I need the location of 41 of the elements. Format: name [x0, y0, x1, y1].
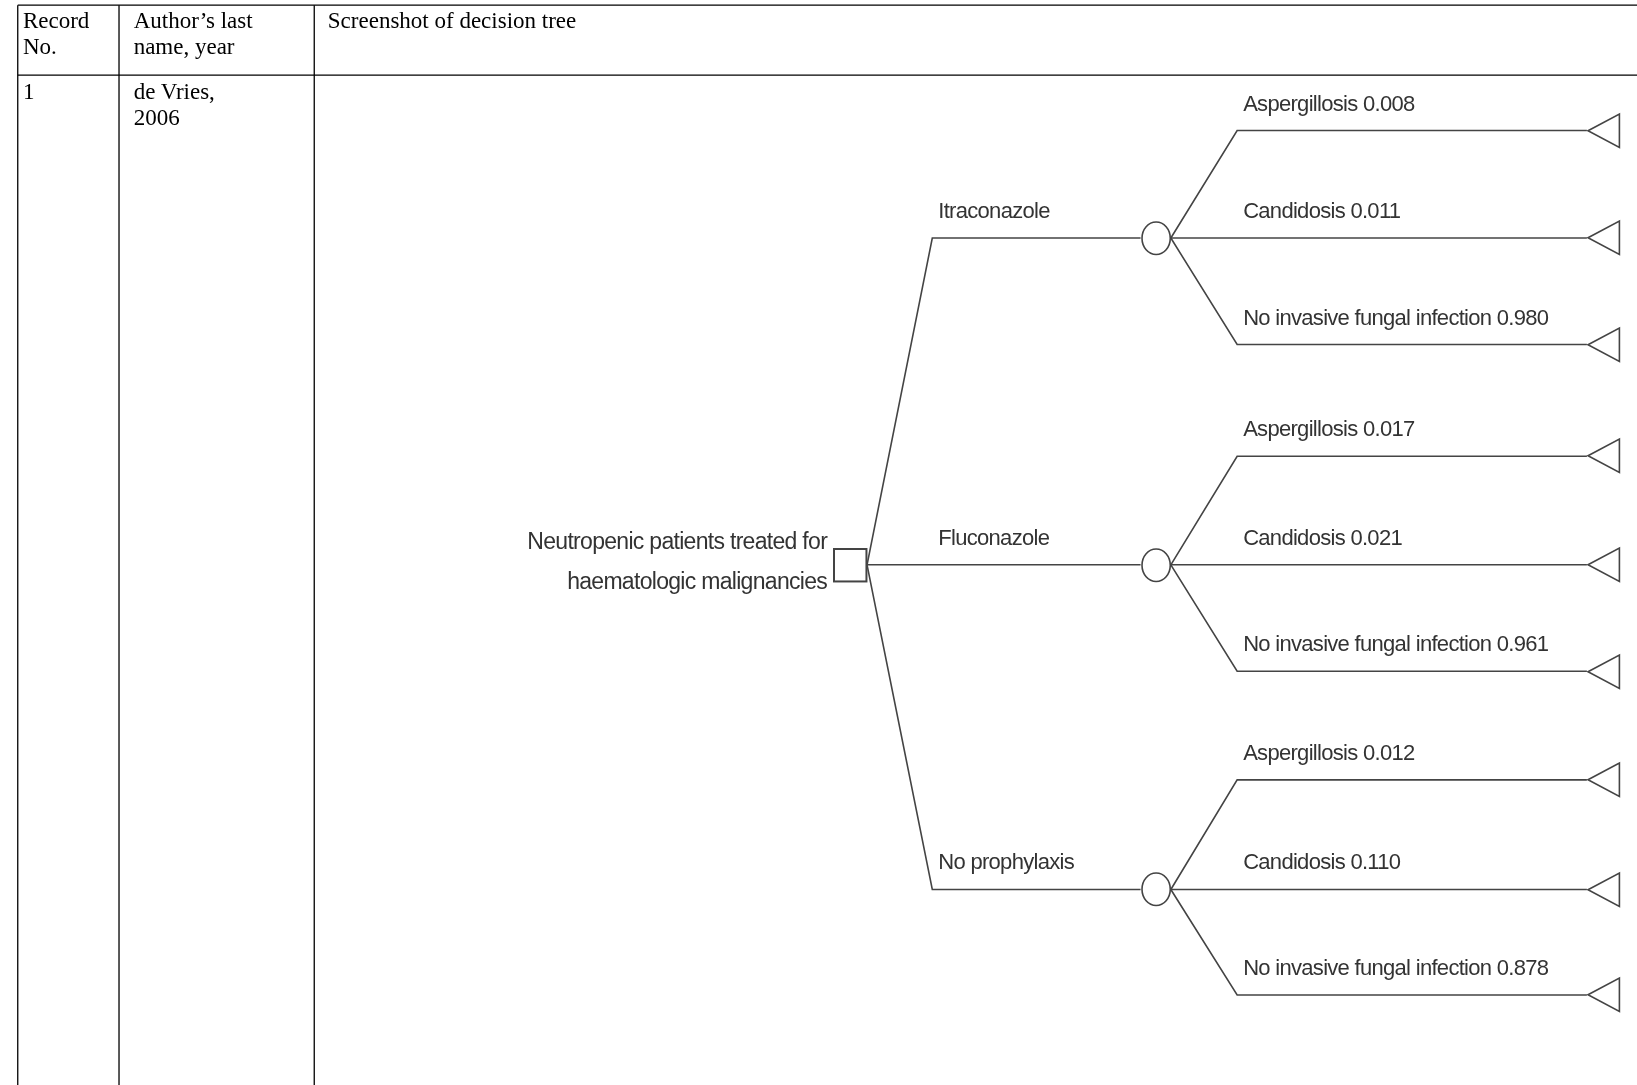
terminal-node: [1586, 762, 1621, 798]
edge-label: No invasive fungal infection 0.980: [1243, 304, 1549, 331]
table-cell-text: de Vries, 2006: [133, 79, 216, 132]
edge-label: Aspergillosis 0.008: [1243, 90, 1415, 117]
decision-node: [832, 547, 868, 582]
terminal-node: [1586, 438, 1621, 474]
branch-line: [1170, 237, 1588, 346]
terminal-node: [1586, 977, 1621, 1013]
terminal-node: [1586, 326, 1621, 363]
terminal-node: [1586, 547, 1621, 583]
edge-label: No invasive fungal infection 0.878: [1243, 954, 1549, 981]
chance-node: [1140, 872, 1171, 907]
branch-line: [1170, 564, 1588, 673]
edge-label: Aspergillosis 0.012: [1243, 739, 1415, 766]
edge-label: No prophylaxis: [938, 849, 1074, 876]
edge-label: Candidosis 0.021: [1243, 524, 1402, 551]
table-header: Author’s last name, year: [133, 8, 254, 61]
table-header: Screenshot of decision tree: [327, 8, 578, 35]
terminal-node: [1586, 871, 1621, 908]
branch-line: [1170, 455, 1588, 566]
branch-line: [1170, 564, 1588, 566]
table-header: Record No.: [22, 8, 91, 61]
edge-label: Candidosis 0.110: [1243, 849, 1401, 876]
terminal-node: [1586, 220, 1621, 256]
chance-node: [1140, 547, 1171, 582]
edge-label: Fluconazole: [938, 524, 1050, 551]
edge-label: Aspergillosis 0.017: [1243, 416, 1415, 443]
branch-line: [866, 564, 1142, 566]
branch-line: [1170, 888, 1588, 996]
branch-line: [1170, 237, 1588, 239]
terminal-node: [1586, 112, 1621, 149]
edge-label: No invasive fungal infection 0.961: [1243, 631, 1549, 658]
table-cell-text: 1: [22, 79, 36, 106]
node-caption: Neutropenic patients treated for haematologic malignancies: [526, 527, 828, 596]
branch-line: [1170, 129, 1588, 239]
edge-label: Itraconazole: [938, 198, 1050, 225]
terminal-node: [1586, 653, 1621, 690]
edge-label: Candidosis 0.011: [1243, 198, 1401, 225]
chance-node: [1140, 220, 1171, 256]
branch-line: [1170, 888, 1588, 891]
branch-line: [1170, 779, 1588, 891]
